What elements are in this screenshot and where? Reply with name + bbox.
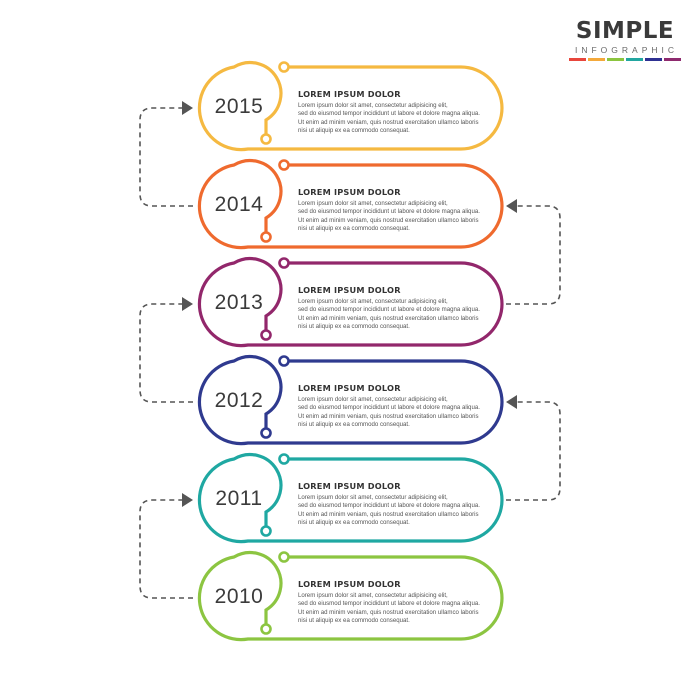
- connector-dot-bottom: [260, 329, 272, 341]
- step-description: LOREM IPSUM DOLOR Lorem ipsum dolor sit a…: [298, 187, 488, 234]
- arrow-icon: [182, 101, 193, 115]
- capsule-outline: [197, 452, 504, 544]
- year-label: 2010: [214, 585, 264, 608]
- step-body-text: Lorem ipsum dolor sit amet, consectetur …: [298, 494, 480, 527]
- capsule-outline: [197, 550, 504, 642]
- dashed-connector: [506, 401, 561, 501]
- arrow-icon: [506, 199, 517, 213]
- step-title: LOREM IPSUM DOLOR: [298, 383, 401, 393]
- brand-bar-segment: [569, 58, 586, 61]
- step-description: LOREM IPSUM DOLOR Lorem ipsum dolor sit a…: [298, 481, 488, 528]
- brand-bar-segment: [607, 58, 624, 61]
- brand-bar-segment: [664, 58, 681, 61]
- year-label: 2015: [214, 95, 264, 118]
- connector-dot-bottom: [260, 231, 272, 243]
- connector-dot-top: [278, 355, 290, 367]
- brand-color-bar: [569, 58, 681, 61]
- dashed-connector: [506, 205, 561, 305]
- dashed-connector: [139, 499, 193, 599]
- year-label: 2012: [214, 389, 264, 412]
- arrow-icon: [182, 297, 193, 311]
- dashed-connector: [139, 107, 193, 207]
- year-label: 2013: [214, 291, 264, 314]
- timeline-step-2010: [197, 550, 504, 642]
- step-body-text: Lorem ipsum dolor sit amet, consectetur …: [298, 102, 480, 135]
- step-description: LOREM IPSUM DOLOR Lorem ipsum dolor sit a…: [298, 285, 488, 332]
- step-title: LOREM IPSUM DOLOR: [298, 187, 401, 197]
- connector-dot-top: [278, 453, 290, 465]
- year-label: 2011: [215, 487, 263, 510]
- timeline-step-2011: [197, 452, 504, 544]
- step-title: LOREM IPSUM DOLOR: [298, 481, 401, 491]
- connector-dot-top: [278, 159, 290, 171]
- step-body-text: Lorem ipsum dolor sit amet, consectetur …: [298, 396, 480, 429]
- brand-subtitle: INFOGRAPHIC: [574, 45, 679, 55]
- connector-dot-top: [278, 257, 290, 269]
- capsule-outline: [197, 354, 504, 446]
- timeline-step-2014: [197, 158, 504, 250]
- arrow-icon: [182, 493, 193, 507]
- connector-dot-bottom: [260, 525, 272, 537]
- timeline-step-2012: [197, 354, 504, 446]
- capsule-outline: [197, 158, 504, 250]
- year-label: 2014: [214, 193, 264, 216]
- step-body-text: Lorem ipsum dolor sit amet, consectetur …: [298, 200, 480, 233]
- dashed-connector: [139, 303, 193, 403]
- step-description: LOREM IPSUM DOLOR Lorem ipsum dolor sit a…: [298, 579, 488, 626]
- brand-title: SIMPLE: [575, 18, 675, 44]
- brand-bar-segment: [626, 58, 643, 61]
- connector-dot-bottom: [260, 623, 272, 635]
- step-body-text: Lorem ipsum dolor sit amet, consectetur …: [298, 592, 480, 625]
- step-title: LOREM IPSUM DOLOR: [298, 579, 401, 589]
- brand-bar-segment: [588, 58, 605, 61]
- connector-dot-bottom: [260, 427, 272, 439]
- connector-dot-bottom: [260, 133, 272, 145]
- brand-bar-segment: [645, 58, 662, 61]
- step-body-text: Lorem ipsum dolor sit amet, consectetur …: [298, 298, 480, 331]
- arrow-icon: [506, 395, 517, 409]
- brand-logo: SIMPLE INFOGRAPHIC: [569, 18, 681, 61]
- step-title: LOREM IPSUM DOLOR: [298, 285, 401, 295]
- step-description: LOREM IPSUM DOLOR Lorem ipsum dolor sit a…: [298, 89, 488, 136]
- connector-dot-top: [278, 551, 290, 563]
- timeline-step-2015: [197, 60, 504, 152]
- capsule-outline: [197, 60, 504, 152]
- timeline-step-2013: [197, 256, 504, 348]
- step-title: LOREM IPSUM DOLOR: [298, 89, 401, 99]
- step-description: LOREM IPSUM DOLOR Lorem ipsum dolor sit a…: [298, 383, 488, 430]
- capsule-outline: [197, 256, 504, 348]
- connector-dot-top: [278, 61, 290, 73]
